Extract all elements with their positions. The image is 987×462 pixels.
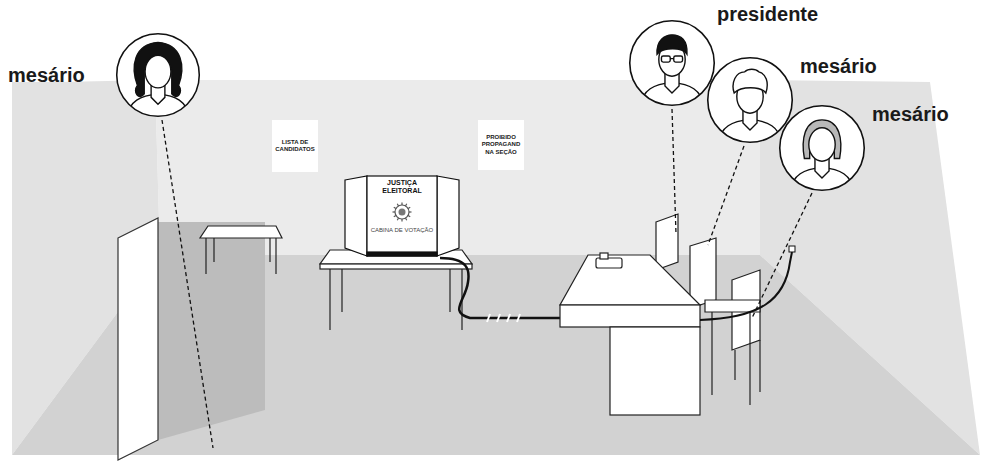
role-label: mesário [872, 103, 949, 125]
door-shadow [158, 222, 265, 440]
poster-text: PROIBIDO PROPAGAND NA SEÇÃO [480, 134, 522, 157]
booth-heading: JUSTIÇA ELEITORAL [369, 179, 435, 195]
cable-cover [487, 314, 520, 322]
person-avatar: mesário [115, 32, 201, 118]
avatar-figure [628, 19, 716, 107]
voting-booth: JUSTIÇA ELEITORAL CABINA DE VOTAÇÃO [343, 172, 461, 258]
wall-poster: PROIBIDO PROPAGAND NA SEÇÃO [478, 120, 524, 170]
cable [440, 258, 560, 318]
booth-caption: CABINA DE VOTAÇÃO [369, 227, 435, 234]
role-label: mesário [8, 64, 85, 86]
wall-poster: LISTA DE CANDIDATOS [272, 120, 318, 172]
outlet [789, 246, 795, 252]
avatar-figure [706, 56, 794, 144]
booth-table [320, 250, 472, 330]
presiding-table [560, 253, 700, 415]
person-avatar: mesário [778, 104, 866, 192]
avatar-figure [778, 104, 866, 192]
person-avatar: mesário [706, 56, 794, 144]
avatar-figure [115, 32, 201, 118]
role-label: presidente [717, 3, 818, 25]
role-label: mesário [800, 55, 877, 77]
door [118, 218, 158, 460]
leader-lines [162, 109, 812, 448]
poster-text: LISTA DE CANDIDATOS [274, 139, 316, 154]
person-avatar: presidente [628, 19, 716, 107]
small-table [200, 226, 282, 274]
